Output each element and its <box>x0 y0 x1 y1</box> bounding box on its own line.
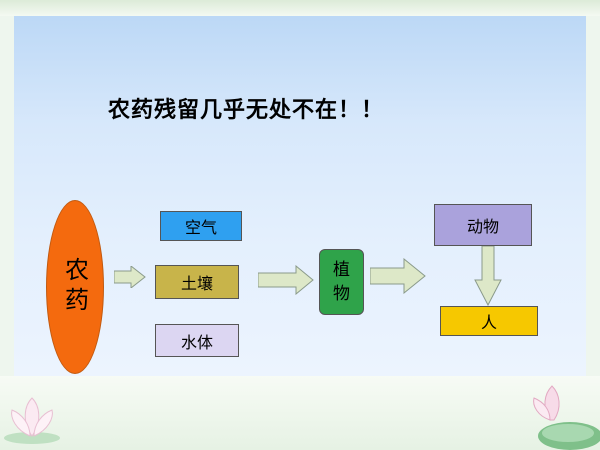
node-plant: 植物 <box>319 249 364 315</box>
bottom-decoration <box>0 376 600 450</box>
lotus-flower-left-icon <box>4 397 60 444</box>
node-air: 空气 <box>160 211 242 241</box>
node-pesticide: 农药 <box>46 200 104 374</box>
lotus-leaf-right-icon <box>533 385 600 450</box>
arrow-pesticide-to-media <box>114 266 146 288</box>
node-water: 水体 <box>155 324 239 357</box>
node-animal: 动物 <box>434 204 532 246</box>
node-soil: 土壤 <box>155 265 239 299</box>
slide-title: 农药残留几乎无处不在！！ <box>108 98 385 123</box>
node-plant-label: 植物 <box>333 260 350 304</box>
top-border <box>0 0 600 16</box>
arrow-plant-to-animal <box>370 258 426 294</box>
arrow-animal-to-human <box>474 246 502 306</box>
node-human: 人 <box>440 306 538 336</box>
arrow-media-to-plant <box>258 265 314 295</box>
